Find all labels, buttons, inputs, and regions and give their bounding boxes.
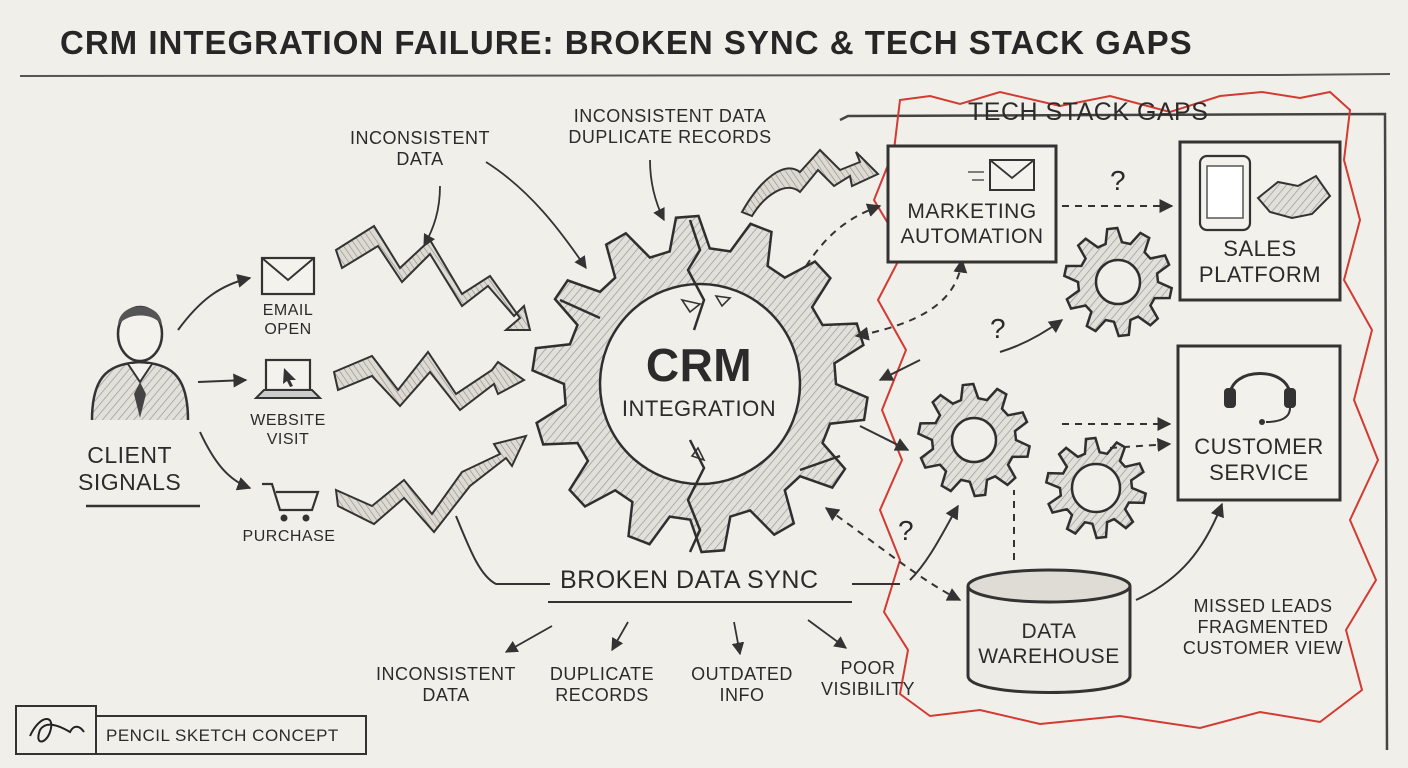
page-title: CRM INTEGRATION FAILURE: BROKEN SYNC & T…	[60, 24, 1193, 61]
lightning-flow-top	[334, 224, 532, 331]
laptop-icon	[253, 358, 323, 399]
envelope-icon	[260, 256, 316, 296]
signal-purchase-label: PURCHASE	[242, 528, 336, 545]
gear-shard	[680, 298, 702, 314]
gear-shard	[714, 294, 732, 308]
pointer-inconsistent-left	[485, 161, 587, 270]
title-underline	[19, 73, 1391, 78]
gear-middle-hub	[950, 416, 998, 464]
crm-gear-body-hub	[598, 282, 802, 486]
tech-stack-title: TECH STACK GAPS	[968, 98, 1209, 126]
lightning-flow-middle	[332, 350, 526, 412]
headset-icon	[1224, 372, 1296, 425]
crm-gear	[531, 214, 869, 554]
data-warehouse-cylinder	[966, 568, 1132, 694]
gear-shard	[690, 446, 706, 462]
dashed-connections	[805, 199, 1174, 601]
arrow-person-website	[197, 373, 248, 388]
unknown-marker: ?	[990, 313, 1007, 344]
envelope-icon	[968, 159, 1035, 191]
person-icon	[90, 305, 190, 421]
unknown-marker: ?	[1110, 165, 1127, 196]
phone-handshake-icon	[1198, 154, 1332, 232]
pointer-inconsistent-top	[423, 185, 441, 248]
lightning-flow-to-tech	[740, 148, 880, 218]
issue-arrows	[504, 619, 848, 656]
tech-stack-frame	[839, 112, 1389, 751]
broken-sync-underline	[548, 583, 900, 603]
crm-title: CRM	[645, 339, 753, 391]
small-gears	[916, 226, 1174, 540]
gear-upper-hub	[1094, 258, 1142, 306]
signature-box	[15, 705, 97, 755]
pointer-duplicate	[649, 159, 665, 222]
cart-icon	[262, 482, 320, 522]
customer-service-box	[1176, 344, 1342, 502]
footer-box	[95, 715, 367, 755]
gear-lower-hub	[1070, 462, 1122, 514]
arrow-person-purchase	[199, 431, 252, 491]
gear-crack	[559, 219, 841, 553]
broken-sync-title: BROKEN DATA SYNC	[560, 566, 819, 594]
lightning-flow-bottom	[334, 434, 528, 534]
gap-boundary	[872, 90, 1380, 730]
broken-sync-pointer	[455, 515, 550, 585]
footer-label: PENCIL SKETCH CONCEPT	[106, 726, 339, 745]
crm-subtitle: INTEGRATION	[621, 396, 777, 421]
arrow-person-email	[177, 274, 252, 331]
solid-connections	[859, 319, 1224, 601]
unknown-marker: ?	[898, 515, 915, 546]
